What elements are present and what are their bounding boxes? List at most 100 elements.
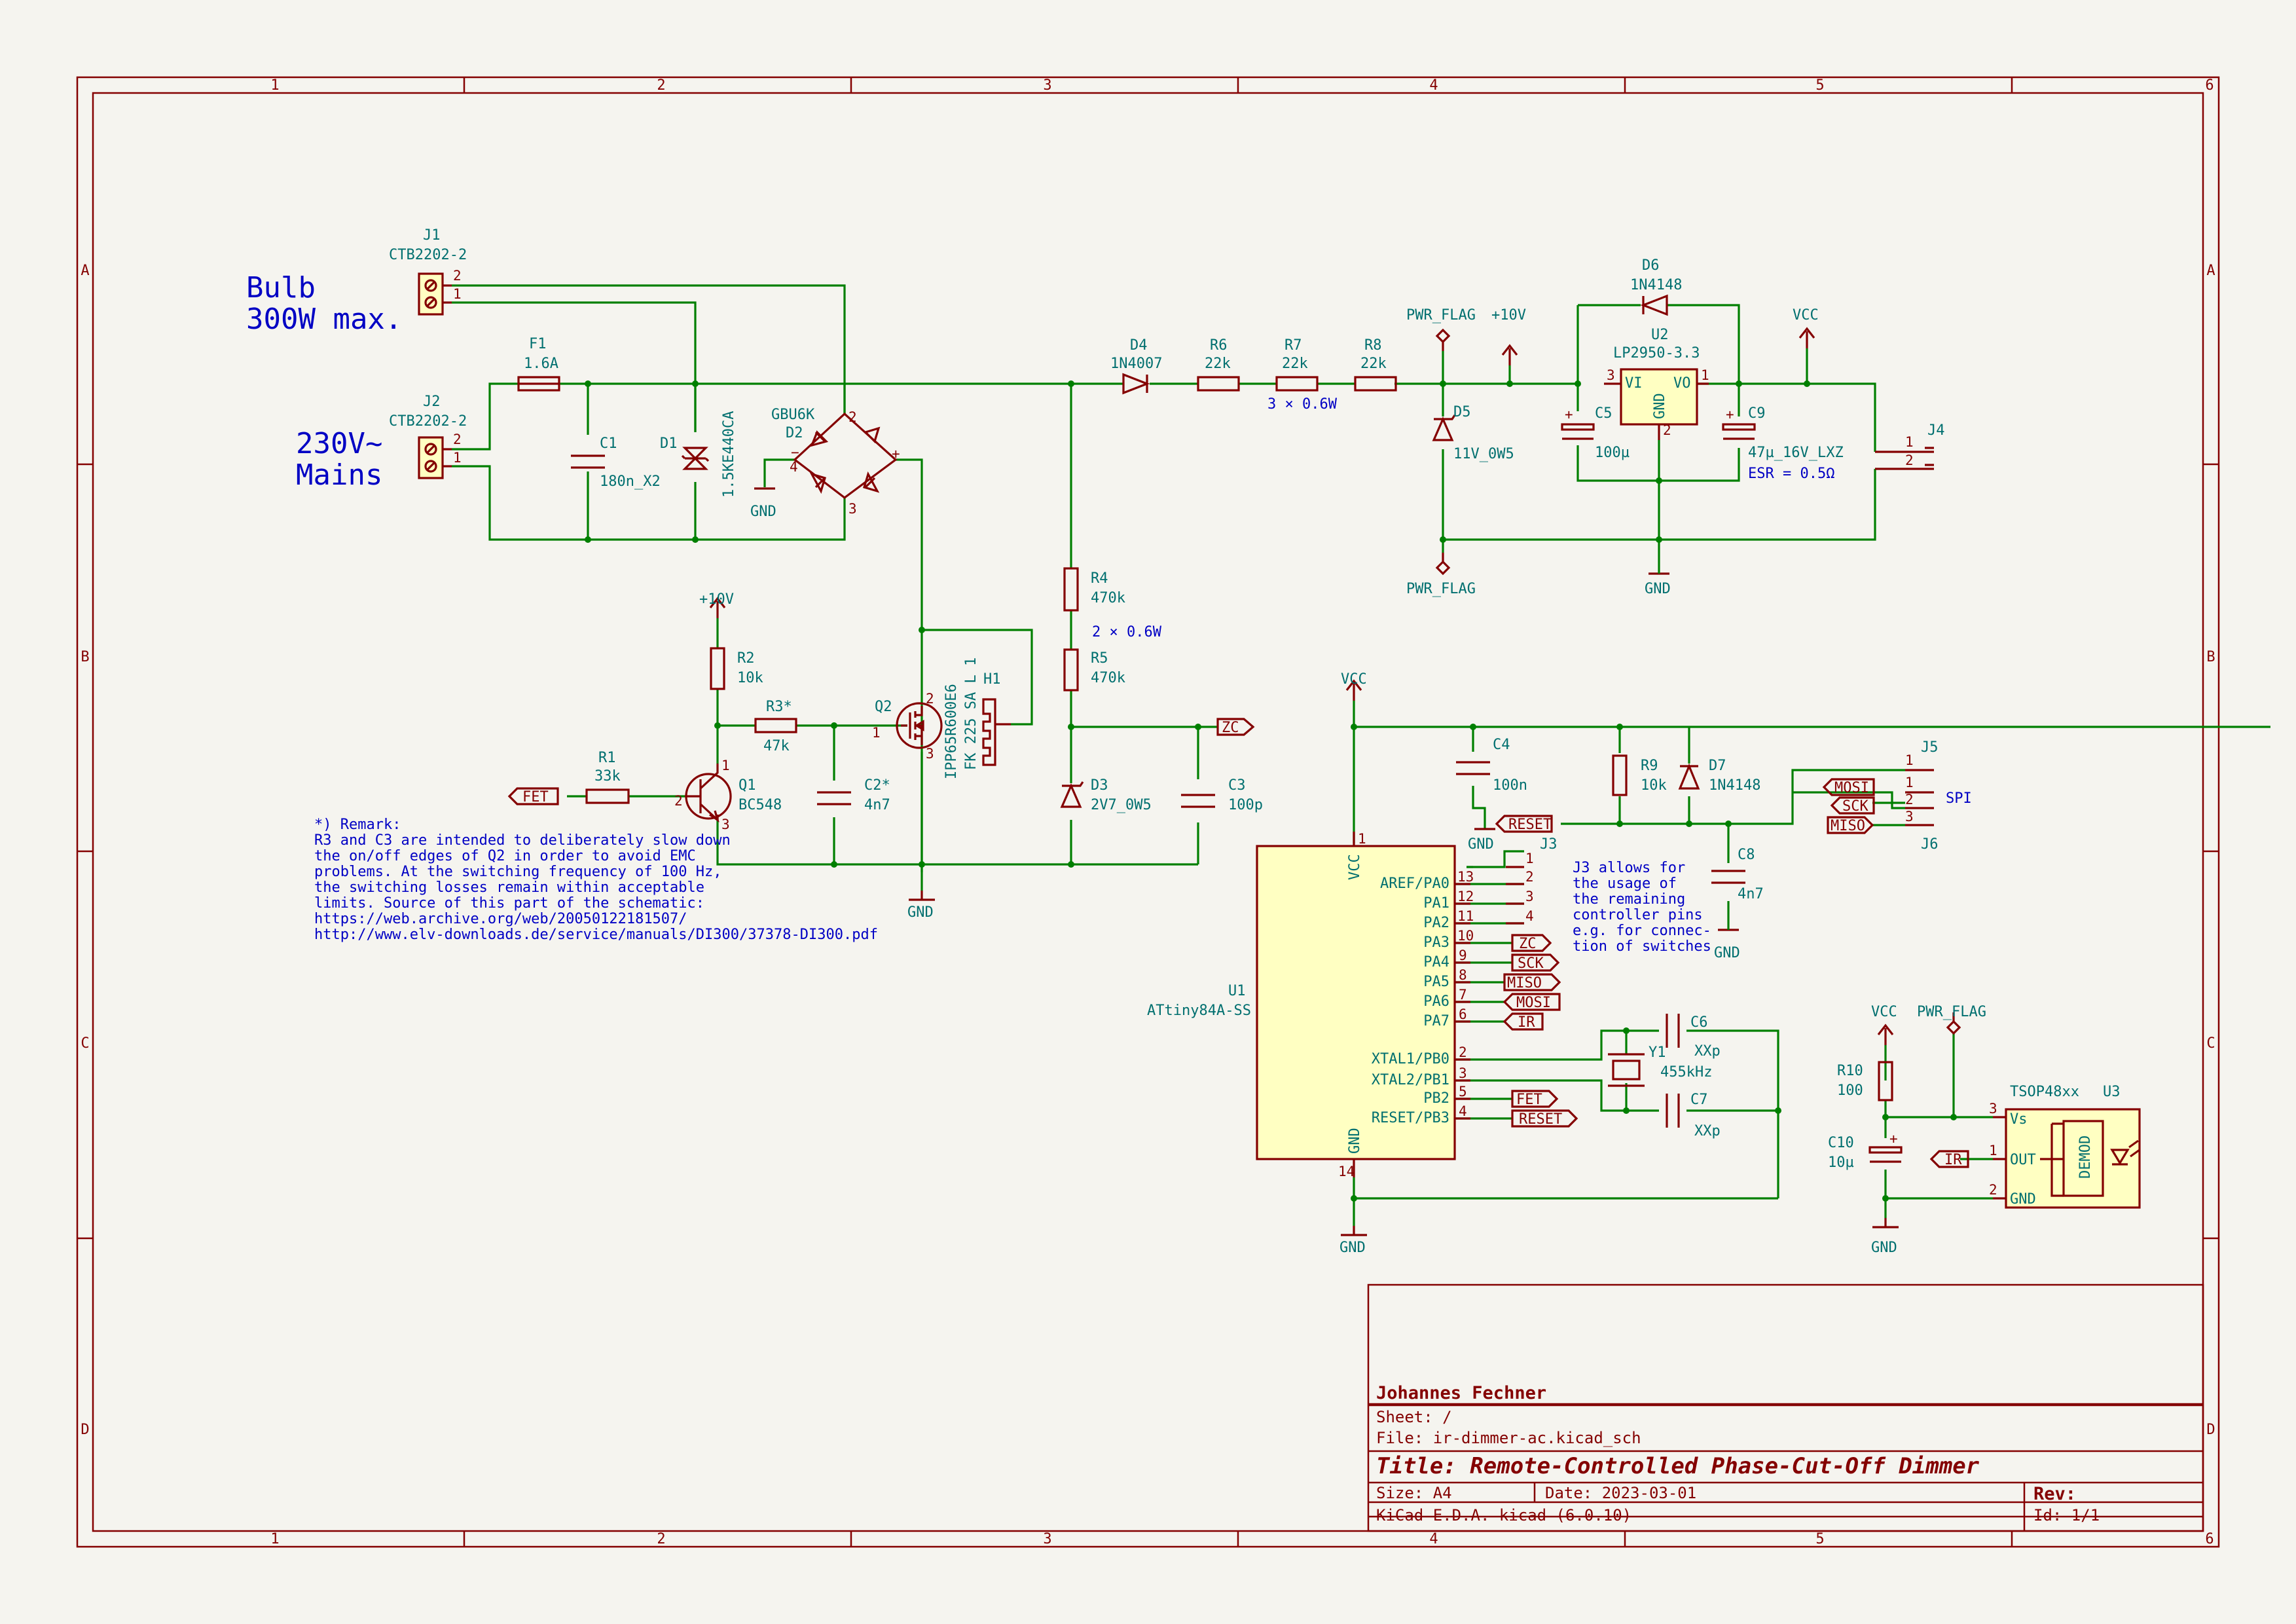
- svg-text:GND: GND: [1645, 581, 1671, 597]
- row-d-left: D: [81, 1422, 89, 1438]
- svg-text:OUT: OUT: [2010, 1152, 2036, 1168]
- label-reset-u1: RESET: [1511, 1109, 1578, 1128]
- svg-text:11: 11: [1457, 908, 1474, 924]
- svg-text:the usage of: the usage of: [1573, 876, 1677, 892]
- svg-text:5: 5: [1459, 1084, 1467, 1099]
- heatsink-h1: H1 FK 225 SA L 1: [963, 657, 1011, 770]
- svg-text:H1: H1: [983, 671, 1001, 688]
- connector-j5: 1 1 2 3 J5 J6 SPI: [1905, 739, 1972, 853]
- svg-text:1N4007: 1N4007: [1110, 356, 1162, 372]
- remark-note: *) Remark: R3 and C3 are intended to del…: [314, 817, 878, 943]
- svg-text:4n7: 4n7: [1738, 886, 1764, 902]
- svg-text:C3: C3: [1228, 777, 1246, 794]
- resistor-r6: R6 22k: [1197, 337, 1240, 392]
- crystal-y1: Y1 455kHz: [1608, 1044, 1712, 1087]
- row-c-left: C: [81, 1035, 89, 1052]
- pwr-flag-bottom: PWR_FLAG: [1406, 540, 1476, 597]
- svg-text:SCK: SCK: [1518, 955, 1544, 972]
- svg-text:Y1: Y1: [1649, 1044, 1666, 1061]
- svg-text:C9: C9: [1748, 405, 1766, 422]
- svg-text:J3 allows for: J3 allows for: [1573, 860, 1685, 876]
- svg-text:TSOP48xx: TSOP48xx: [2010, 1084, 2079, 1100]
- svg-text:GND: GND: [1871, 1240, 1897, 1256]
- j5-pin3: 2: [1905, 792, 1914, 807]
- fuse-f1: F1 1.6A: [517, 336, 560, 392]
- svg-text:D1: D1: [660, 435, 678, 452]
- svg-text:XTAL2/PB1: XTAL2/PB1: [1372, 1072, 1449, 1088]
- svg-text:1.6A: 1.6A: [524, 356, 558, 372]
- svg-text:the switching losses remain wi: the switching losses remain within accep…: [314, 879, 704, 896]
- d2-pin3: 3: [848, 501, 857, 517]
- bridge-rectifier-d2: 2 3 4 + − D2 GBU6K GND: [750, 407, 900, 520]
- j3-pin2: 2: [1525, 869, 1534, 885]
- tb-date: Date: 2023-03-01: [1545, 1484, 1696, 1502]
- sheet-frame: 1 2 3 4 5 6 1 2 3 4 5 6 A B C D A B C D: [76, 76, 2220, 1548]
- label-sck-spi: SCK: [1830, 796, 1875, 815]
- svg-text:SCK: SCK: [1842, 798, 1868, 815]
- svg-text:1.5KE440CA: 1.5KE440CA: [721, 411, 737, 498]
- label-sck-u1: SCK: [1511, 953, 1560, 972]
- gnd-u3: GND: [1871, 1217, 1900, 1256]
- pwr-flag-top: PWR_FLAG: [1406, 307, 1476, 384]
- gnd-c8: GND: [1714, 921, 1740, 961]
- connector-j2: 2 1 J2 CTB2202-2: [389, 394, 467, 479]
- svg-text:9: 9: [1459, 948, 1467, 963]
- row-c-right: C: [2206, 1035, 2215, 1052]
- svg-text:12: 12: [1457, 889, 1474, 904]
- svg-text:D7: D7: [1709, 758, 1726, 774]
- svg-text:GND: GND: [2010, 1191, 2036, 1208]
- svg-text:VCC: VCC: [1347, 854, 1363, 880]
- svg-text:ZC: ZC: [1222, 720, 1239, 736]
- label-mosi-u1: MOSI: [1503, 993, 1561, 1011]
- svg-text:DEMOD: DEMOD: [2077, 1135, 2094, 1179]
- svg-text:22k: 22k: [1282, 356, 1308, 372]
- gnd-q2: GND: [907, 889, 936, 921]
- svg-text:ZC: ZC: [1519, 936, 1537, 952]
- tvs-diode-d1: D1 1.5KE440CA: [660, 411, 737, 498]
- u2-pin1: 1: [1701, 367, 1709, 383]
- svg-text:MOSI: MOSI: [1516, 995, 1551, 1011]
- svg-text:GND: GND: [1347, 1128, 1363, 1154]
- svg-text:11V_0W5: 11V_0W5: [1453, 446, 1514, 462]
- resistor-r5: R5 470k: [1063, 648, 1125, 692]
- svg-text:R2: R2: [737, 650, 755, 667]
- label-reset-mid: RESET: [1495, 815, 1553, 833]
- resistor-r4: R4 470k: [1063, 567, 1125, 612]
- svg-text:PA6: PA6: [1423, 993, 1449, 1010]
- resistor-r1: R1 33k: [585, 750, 630, 804]
- svg-text:U2: U2: [1651, 327, 1669, 343]
- svg-text:R8: R8: [1364, 337, 1382, 354]
- svg-text:http://www.elv-downloads.de/se: http://www.elv-downloads.de/service/manu…: [314, 927, 878, 943]
- svg-text:GND: GND: [1468, 836, 1494, 853]
- svg-text:IR: IR: [1944, 1152, 1962, 1168]
- svg-text:C4: C4: [1493, 737, 1510, 753]
- svg-text:6: 6: [1459, 1006, 1467, 1022]
- svg-text:PWR_FLAG: PWR_FLAG: [1917, 1004, 1986, 1020]
- connector-j4: 1 2 J4: [1875, 422, 1945, 470]
- label-miso-spi: MISO: [1827, 816, 1874, 834]
- j3-note: J3 allows for the usage of the remaining…: [1573, 860, 1711, 955]
- row-b-right: B: [2206, 649, 2215, 665]
- svg-text:100n: 100n: [1493, 777, 1527, 794]
- svg-text:PA4: PA4: [1423, 954, 1449, 970]
- svg-text:GND: GND: [1339, 1240, 1366, 1256]
- power-vcc-u3: VCC: [1871, 1004, 1897, 1062]
- power-vcc-u1: VCC: [1341, 671, 1367, 702]
- label-fet-u1: FET: [1511, 1090, 1559, 1108]
- svg-text:PB2: PB2: [1423, 1090, 1449, 1107]
- svg-text:10: 10: [1457, 928, 1474, 944]
- resistor-r8: R8 22k: [1354, 337, 1397, 392]
- q2-pin2: 2: [926, 691, 934, 707]
- connector-j3: 1 2 3 4 J3: [1506, 836, 1558, 925]
- r4-power-note: 2 × 0.6W: [1092, 624, 1162, 640]
- svg-text:R6: R6: [1210, 337, 1228, 354]
- svg-text:VCC: VCC: [1793, 307, 1819, 323]
- svg-text:U1: U1: [1228, 983, 1246, 999]
- resistor-r10: R10 100: [1837, 1061, 1893, 1101]
- svg-text:100: 100: [1837, 1082, 1863, 1099]
- label-zc-top: ZC: [1216, 718, 1255, 736]
- svg-text:PWR_FLAG: PWR_FLAG: [1406, 581, 1476, 597]
- svg-text:Bulb: Bulb: [246, 271, 316, 304]
- svg-text:180n_X2: 180n_X2: [600, 473, 661, 490]
- svg-text:C1: C1: [600, 435, 617, 452]
